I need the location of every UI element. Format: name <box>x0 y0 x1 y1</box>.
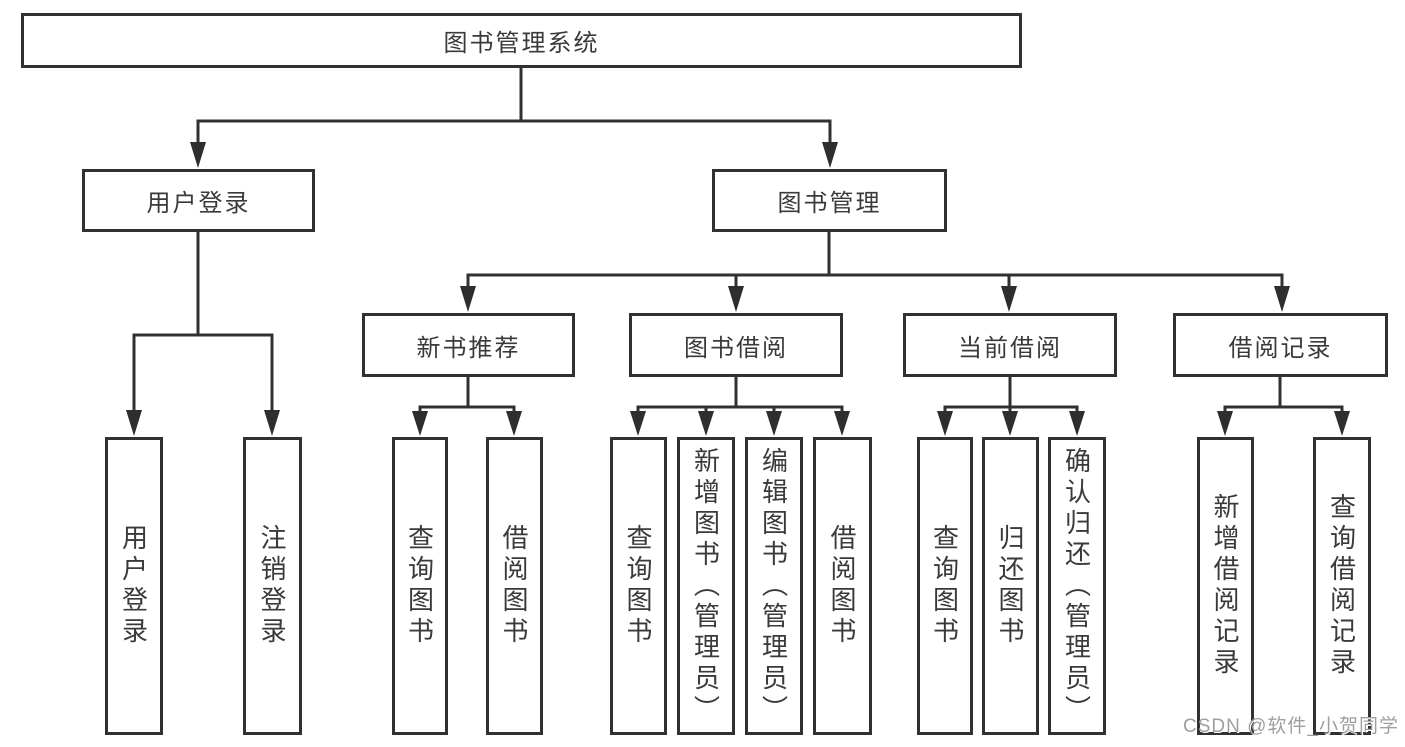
node-new-book-recommend: 新书推荐 <box>362 313 575 377</box>
connector-new-book-children <box>418 377 516 413</box>
leaf-current-query-books: 查询图书 <box>917 437 973 735</box>
connector-user-login-children <box>132 232 274 412</box>
connector-borrow-records-children <box>1223 377 1344 413</box>
node-book-borrow: 图书借阅 <box>629 313 843 377</box>
node-current-borrow: 当前借阅 <box>903 313 1117 377</box>
arrowheads-current-borrow <box>937 411 1085 436</box>
node-borrow-records: 借阅记录 <box>1173 313 1388 377</box>
connector-root-to-branches <box>196 68 832 144</box>
arrowheads-borrow-records <box>1217 411 1350 436</box>
leaf-borrow-borrow-books: 借阅图书 <box>813 437 872 735</box>
leaf-borrow-query-books: 查询图书 <box>610 437 667 735</box>
connector-current-borrow-children <box>943 377 1079 413</box>
arrowheads-new-book <box>412 411 522 436</box>
node-library-management-system: 图书管理系统 <box>21 13 1022 68</box>
node-user-login: 用户登录 <box>82 169 315 232</box>
leaf-borrow-add-books-admin: 新增图书（管理员） <box>677 437 735 735</box>
leaf-logout: 注销登录 <box>243 437 302 735</box>
watermark: CSDN @软件_小贺同学 <box>1183 716 1399 737</box>
leaf-current-confirm-return-admin: 确认归还（管理员） <box>1048 437 1106 735</box>
leaf-newbook-query-books: 查询图书 <box>392 437 448 735</box>
arrowheads-level3 <box>460 286 1290 312</box>
connector-book-borrow-children <box>636 377 844 413</box>
node-book-management: 图书管理 <box>712 169 947 232</box>
connector-book-management-children <box>466 232 1284 288</box>
arrowheads-book-borrow <box>630 411 850 436</box>
leaf-current-return-books: 归还图书 <box>982 437 1039 735</box>
leaf-user-login: 用户登录 <box>105 437 163 735</box>
arrowheads-user-login <box>126 410 280 436</box>
arrowheads-level2 <box>190 142 838 168</box>
leaf-newbook-borrow-books: 借阅图书 <box>486 437 543 735</box>
leaf-records-add-borrow-record: 新增借阅记录 <box>1197 437 1254 735</box>
leaf-records-query-borrow-record: 查询借阅记录 <box>1313 437 1371 735</box>
leaf-borrow-edit-books-admin: 编辑图书（管理员） <box>745 437 803 735</box>
